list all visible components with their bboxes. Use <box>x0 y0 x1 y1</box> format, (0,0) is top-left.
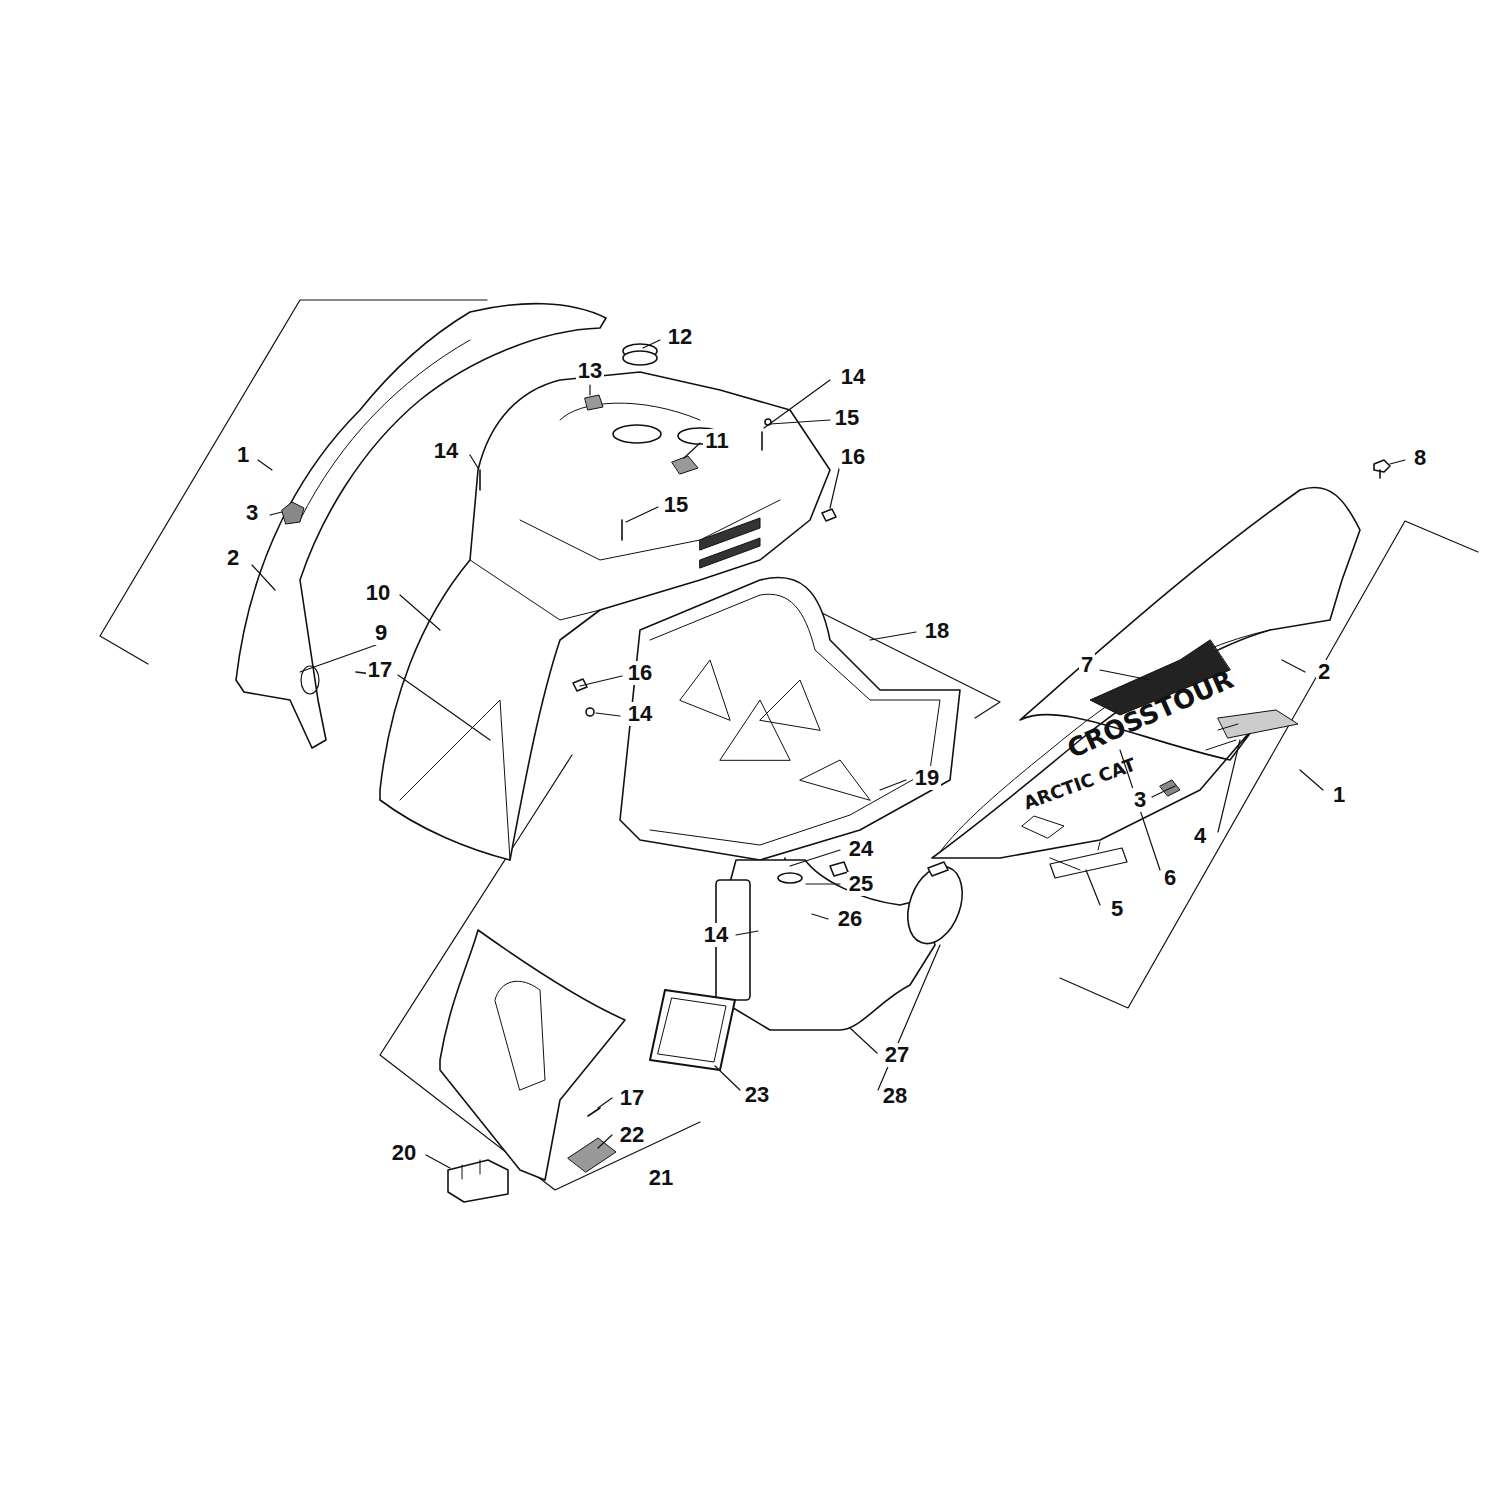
callout-number: 23 <box>743 1083 771 1107</box>
callout-number: 7 <box>1079 653 1095 677</box>
callout-number: 20 <box>390 1141 418 1165</box>
callout-number: 19 <box>913 766 941 790</box>
callout-number: 15 <box>662 493 690 517</box>
callout-number: 4 <box>1192 824 1208 848</box>
callout-number: 12 <box>666 325 694 349</box>
callout-number: 14 <box>432 439 460 463</box>
callout-number: 25 <box>847 872 875 896</box>
callout-number: 6 <box>1162 866 1178 890</box>
callout-number: 3 <box>1132 788 1148 812</box>
callout-number: 21 <box>647 1166 675 1190</box>
callout-number: 22 <box>618 1123 646 1147</box>
callout-number: 14 <box>839 365 867 389</box>
callout-number: 15 <box>833 406 861 430</box>
callout-number: 2 <box>225 546 241 570</box>
callout-number: 14 <box>702 923 730 947</box>
callout-number: 2 <box>1316 660 1332 684</box>
callout-number: 5 <box>1109 897 1125 921</box>
callout-number: 26 <box>836 907 864 931</box>
callout-number: 17 <box>618 1086 646 1110</box>
callout-number: 24 <box>847 837 875 861</box>
callout-number: 10 <box>364 581 392 605</box>
callout-number: 16 <box>839 445 867 469</box>
callout-number: 17 <box>366 658 394 682</box>
callout-number: 13 <box>576 359 604 383</box>
callout-number: 8 <box>1412 446 1428 470</box>
callout-number: 18 <box>923 619 951 643</box>
callout-number: 1 <box>235 443 251 467</box>
callout-number: 1 <box>1331 783 1347 807</box>
callout-number: 11 <box>703 429 730 453</box>
callout-number: 27 <box>883 1043 911 1067</box>
callout-number: 28 <box>881 1084 909 1108</box>
callout-number: 14 <box>626 702 654 726</box>
callout-number: 9 <box>373 621 389 645</box>
callout-number: 3 <box>244 501 260 525</box>
callout-number: 16 <box>626 661 654 685</box>
